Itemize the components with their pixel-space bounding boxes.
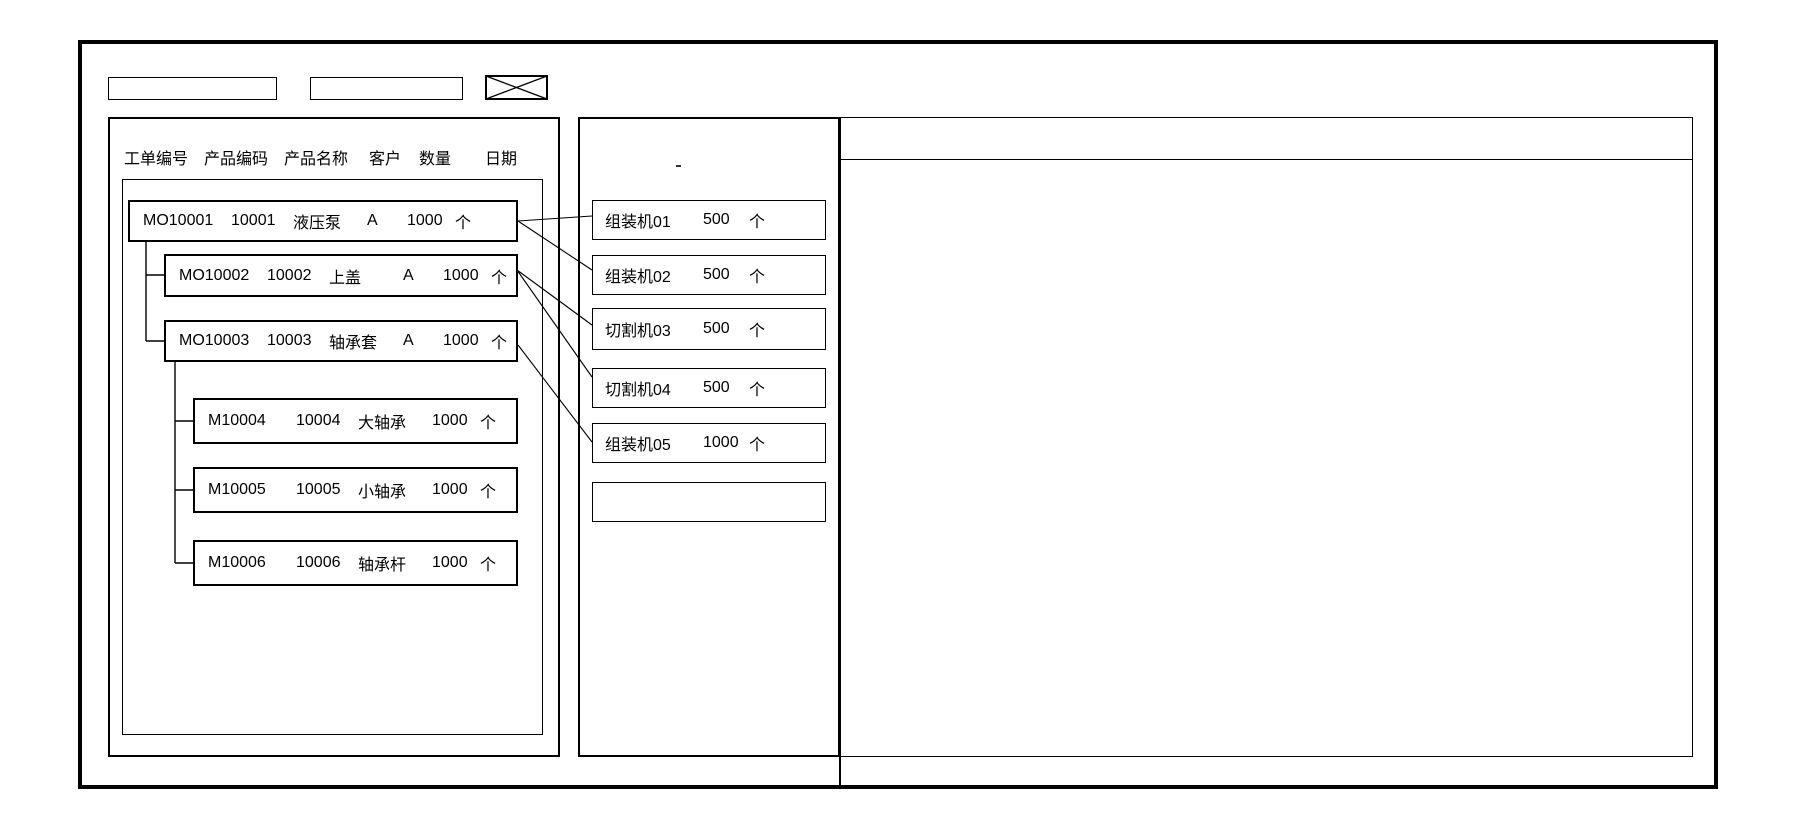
col-header-product-code: 产品编码: [204, 151, 269, 168]
order-no: M10004: [208, 412, 266, 429]
order-no: MO10001: [143, 212, 214, 229]
product-name: 轴承杆: [358, 557, 407, 574]
product-name: 轴承套: [329, 335, 378, 352]
machine-slot-02[interactable]: 组装机02 500 个: [592, 255, 826, 295]
customer: A: [403, 266, 414, 284]
x-placeholder-glyph: [485, 75, 548, 100]
product-name: 大轴承: [358, 415, 407, 432]
unit: 个: [749, 214, 766, 231]
work-order-node-mo10002[interactable]: MO10002 10002 上盖 A 1000 个: [164, 254, 518, 297]
work-order-node-mo10003[interactable]: MO10003 10003 轴承套 A 1000 个: [164, 320, 518, 362]
col-header-order-no: 工单编号: [124, 151, 189, 168]
machine-qty: 1000: [703, 434, 739, 451]
machine-slot-03[interactable]: 切割机03 500 个: [592, 308, 826, 350]
product-name: 液压泵: [293, 215, 342, 232]
product-code: 10004: [296, 412, 341, 429]
machine-slot-04[interactable]: 切割机04 500 个: [592, 368, 826, 408]
panel-separator-overshoot: [839, 757, 841, 787]
machine-slot-01[interactable]: 组装机01 500 个: [592, 200, 826, 240]
unit: 个: [749, 269, 766, 286]
quantity: 1000: [443, 332, 479, 349]
app-window-frame: [78, 40, 1718, 789]
unit: 个: [455, 215, 472, 232]
detail-panel: [840, 117, 1693, 757]
machine-slot-empty[interactable]: [592, 482, 826, 522]
customer: A: [367, 212, 378, 229]
col-header-qty: 数量: [419, 151, 452, 168]
product-name: 上盖: [329, 269, 362, 287]
unit: 个: [749, 323, 766, 340]
order-no: MO10002: [179, 266, 250, 284]
product-code: 10002: [267, 266, 312, 284]
work-order-node-m10005[interactable]: M10005 10005 小轴承 1000 个: [193, 467, 518, 513]
toolbar-field-1[interactable]: [108, 77, 277, 100]
col-header-customer: 客户: [369, 151, 402, 168]
product-code: 10005: [296, 481, 341, 498]
x-placeholder-icon[interactable]: [485, 75, 548, 100]
quantity: 1000: [443, 266, 479, 284]
detail-panel-header-divider: [841, 159, 1692, 160]
order-no: M10006: [208, 554, 266, 571]
unit: 个: [480, 557, 497, 574]
product-code: 10003: [267, 332, 312, 349]
machine-qty: 500: [703, 320, 730, 337]
toolbar-field-2[interactable]: [310, 77, 463, 100]
unit: 个: [749, 382, 766, 399]
quantity: 1000: [432, 412, 468, 429]
machine-name: 组装机05: [605, 437, 671, 454]
work-order-node-mo10001[interactable]: MO10001 10001 液压泵 A 1000 个: [128, 200, 518, 242]
machine-name: 组装机01: [605, 214, 671, 231]
order-no: M10005: [208, 481, 266, 498]
product-code: 10006: [296, 554, 341, 571]
machine-slot-05[interactable]: 组装机05 1000 个: [592, 423, 826, 463]
customer: A: [403, 332, 414, 349]
work-order-node-m10006[interactable]: M10006 10006 轴承杆 1000 个: [193, 540, 518, 586]
stray-dot: [676, 165, 681, 167]
order-no: MO10003: [179, 332, 250, 349]
work-order-node-m10004[interactable]: M10004 10004 大轴承 1000 个: [193, 398, 518, 444]
machine-name: 组装机02: [605, 269, 671, 286]
machine-qty: 500: [703, 211, 730, 228]
quantity: 1000: [432, 481, 468, 498]
machine-qty: 500: [703, 379, 730, 396]
unit: 个: [749, 437, 766, 454]
col-header-date: 日期: [485, 151, 518, 168]
unit: 个: [480, 415, 497, 432]
unit: 个: [491, 335, 508, 352]
unit: 个: [491, 269, 508, 287]
quantity: 1000: [407, 212, 443, 229]
machine-name: 切割机04: [605, 382, 671, 399]
col-header-product-name: 产品名称: [284, 151, 349, 168]
unit: 个: [480, 484, 497, 501]
quantity: 1000: [432, 554, 468, 571]
product-code: 10001: [231, 212, 276, 229]
machine-qty: 500: [703, 266, 730, 283]
machine-name: 切割机03: [605, 323, 671, 340]
product-name: 小轴承: [358, 484, 407, 501]
